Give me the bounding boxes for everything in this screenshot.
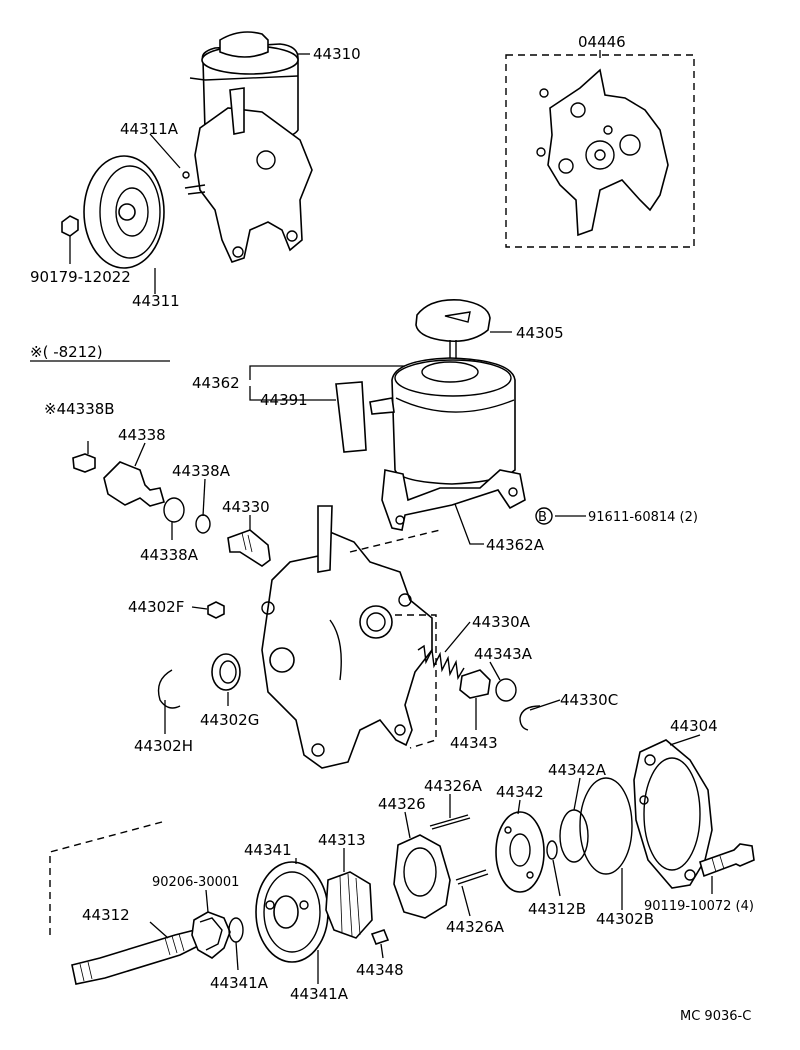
label-44302g: 44302G [200,711,259,729]
label-44341a-right: 44341A [290,985,349,1003]
label-44330: 44330 [222,498,270,516]
label-44312: 44312 [82,906,130,924]
label-91611: 91611-60814 (2) [588,510,698,525]
bolt-note-marker-label: B [538,510,547,525]
label-44330c: 44330C [560,691,618,709]
part-labels: 44310 44311A 90179-12022 44311 04446 443… [30,33,754,1024]
label-44302h: 44302H [134,737,193,755]
label-44338a-top: 44338A [172,462,231,480]
label-44343a: 44343A [474,645,533,663]
label-44305: 44305 [516,324,564,342]
label-44348: 44348 [356,961,404,979]
label-44341a-left: 44341A [210,974,269,992]
pump-body [261,505,441,769]
label-04446: 04446 [578,33,626,51]
label-44342a: 44342A [548,761,607,779]
diagram-code: MC 9036-C [680,1009,751,1024]
label-90206: 90206-30001 [152,875,239,890]
label-year-note: ※( -8212) [30,343,103,361]
label-44311a: 44311A [120,120,179,138]
label-90119: 90119-10072 (4) [644,899,754,914]
label-44338a-bottom: 44338A [140,546,199,564]
drive-parts [49,739,755,985]
label-44391: 44391 [260,391,308,409]
label-44343: 44343 [450,734,498,752]
bolt-note-marker [535,507,553,525]
label-44342: 44342 [496,783,544,801]
label-44326a-bottom: 44326A [446,918,505,936]
gasket-kit-box [505,54,695,248]
reservoir [335,298,526,531]
label-44304: 44304 [670,717,718,735]
label-44313: 44313 [318,831,366,849]
label-44310: 44310 [313,45,361,63]
label-44302b: 44302B [596,910,654,928]
label-44326: 44326 [378,795,426,813]
valve-components [72,453,541,731]
label-90179: 90179-12022 [30,268,131,286]
label-44326a-top: 44326A [424,777,483,795]
label-44311: 44311 [132,292,180,310]
label-44338b: ※44338B [44,400,115,418]
pump-assembly-top [61,31,313,269]
label-44362a: 44362A [486,536,545,554]
label-44338: 44338 [118,426,166,444]
label-44362: 44362 [192,374,240,392]
label-44330a: 44330A [472,613,531,631]
label-44341: 44341 [244,841,292,859]
label-44302f: 44302F [128,598,184,616]
leader-lines [69,50,713,984]
label-44312b: 44312B [528,900,586,918]
